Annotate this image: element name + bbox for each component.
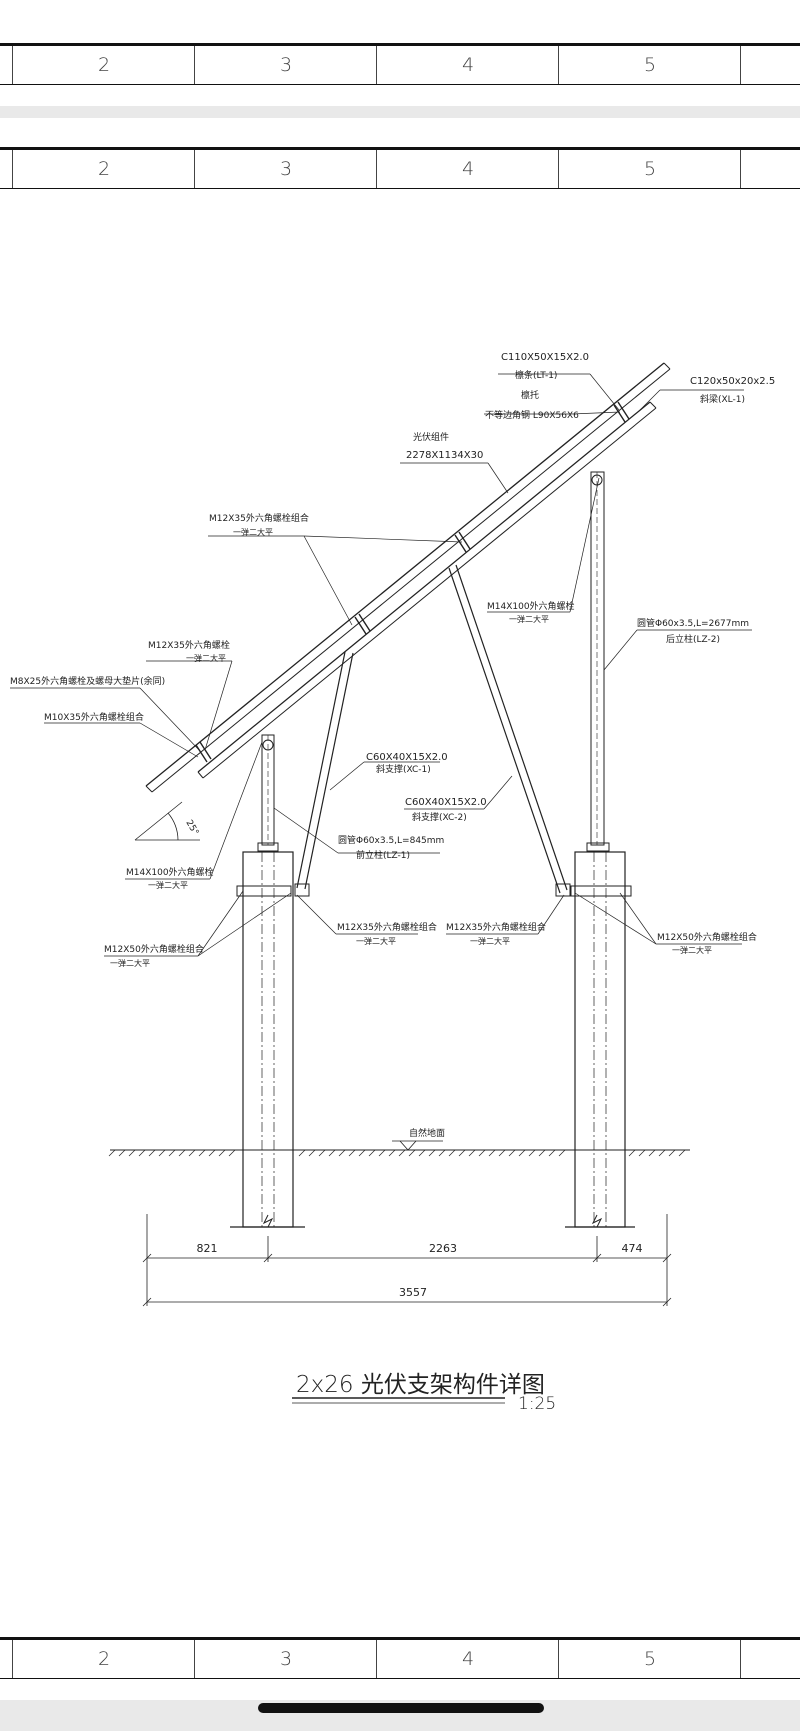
- label-bolt-m14x100-rear: M14X100外六角螺栓: [487, 600, 575, 612]
- label-bolt-m10x35-combo: M10X35外六角螺栓组合: [44, 711, 144, 723]
- label-lt1-name: 檩条(LT-1): [515, 369, 557, 381]
- grid-cell: 2: [12, 46, 195, 84]
- label-washer: 一弹二大平: [470, 936, 510, 946]
- label-bolt-m12x35: M12X35外六角螺栓: [148, 639, 230, 651]
- column-grid-strip-top: 2 3 4 5: [0, 43, 800, 85]
- label-washer: 一弹二大平: [148, 880, 188, 890]
- label-bolt-m12x50-combo-front: M12X50外六角螺栓组合: [104, 943, 204, 955]
- dimension-total: 3557: [399, 1286, 427, 1299]
- drawing-title: 2x26 光伏支架构件详图: [296, 1372, 545, 1398]
- label-xc2-name: 斜支撑(XC-2): [412, 811, 467, 823]
- column-grid-strip-bottom: 2 3 4 5: [0, 1637, 800, 1679]
- label-lz2-pipe: 圆管Φ60x3.5,L=2677mm: [637, 617, 749, 629]
- label-washer: 一弹二大平: [186, 653, 226, 663]
- label-pv-size: 2278X1134X30: [406, 450, 483, 461]
- label-xl1-section: C120x50x20x2.5: [690, 376, 775, 387]
- dimension-474: 474: [622, 1242, 643, 1255]
- label-washer: 一弹二大平: [356, 936, 396, 946]
- home-indicator[interactable]: [258, 1703, 544, 1713]
- label-bolt-m12x35-combo-front: M12X35外六角螺栓组合: [337, 921, 437, 933]
- label-ground: 自然地面: [409, 1127, 445, 1139]
- grid-cell: 5: [558, 46, 741, 84]
- label-washer: 一弹二大平: [672, 945, 712, 955]
- label-xc1-name: 斜支撑(XC-1): [376, 763, 431, 775]
- grid-cell: 3: [194, 46, 377, 84]
- grid-cell: [740, 1640, 800, 1678]
- dimension-821: 821: [197, 1242, 218, 1255]
- label-washer: 一弹二大平: [233, 527, 273, 537]
- label-angle: 25°: [183, 819, 200, 838]
- label-washer: 一弹二大平: [110, 958, 150, 968]
- purlin-clip: [195, 401, 630, 763]
- column-grid-strip: 2 3 4 5: [0, 147, 800, 189]
- grid-cell: 4: [376, 1640, 559, 1678]
- label-bolt-m12x50-combo-rear: M12X50外六角螺栓组合: [657, 931, 757, 943]
- grid-cell: 3: [194, 1640, 377, 1678]
- label-bolt-m14x100-front: M14X100外六角螺栓: [126, 866, 214, 878]
- label-xl1-name: 斜梁(XL-1): [700, 393, 745, 405]
- label-tuo-name: 檩托: [521, 389, 539, 401]
- label-bolt-m12x35-combo-top: M12X35外六角螺栓组合: [209, 512, 309, 524]
- label-bolt-m12x35-combo-rear: M12X35外六角螺栓组合: [446, 921, 546, 933]
- grid-cell: 3: [194, 150, 377, 188]
- page-separator: [0, 106, 800, 118]
- label-xc1-section: C60X40X15X2.0: [366, 752, 448, 763]
- grid-cell: 4: [376, 46, 559, 84]
- grid-cell: 5: [558, 1640, 741, 1678]
- grid-cell: [740, 46, 800, 84]
- label-washer: 一弹二大平: [509, 614, 549, 624]
- label-lz1-pipe: 圆管Φ60x3.5,L=845mm: [338, 834, 444, 846]
- drawing-scale: 1:25: [518, 1394, 556, 1414]
- label-lz2-name: 后立柱(LZ-2): [666, 633, 720, 645]
- grid-cell: 2: [12, 150, 195, 188]
- label-tuo-section: 不等边角钢 L90X56X6: [485, 409, 579, 421]
- label-lt1-section: C110X50X15X2.0: [501, 352, 589, 363]
- label-xc2-section: C60X40X15X2.0: [405, 797, 487, 808]
- dimension-2263: 2263: [429, 1242, 457, 1255]
- label-bolt-m8x25: M8X25外六角螺栓及螺母大垫片(余同): [10, 675, 165, 687]
- label-pv-name: 光伏组件: [413, 431, 449, 443]
- grid-cell: 4: [376, 150, 559, 188]
- grid-cell: [740, 150, 800, 188]
- label-lz1-name: 前立柱(LZ-1): [356, 849, 410, 861]
- grid-cell: 2: [12, 1640, 195, 1678]
- grid-cell: 5: [558, 150, 741, 188]
